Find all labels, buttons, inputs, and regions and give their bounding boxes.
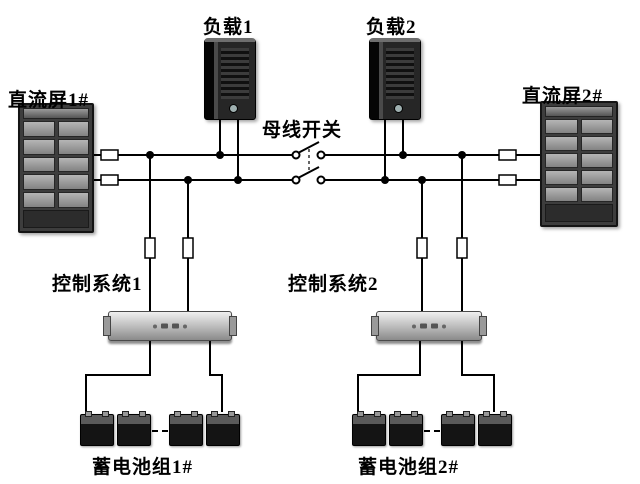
cabinet-modules — [545, 119, 613, 202]
dc-panel-2-cabinet — [540, 101, 618, 227]
battery-dashed-link — [152, 416, 168, 446]
cabinet-module — [580, 187, 613, 202]
fuse-symbol — [144, 237, 156, 259]
label-bus-switch: 母线开关 — [262, 120, 343, 141]
cabinet-module — [23, 138, 55, 155]
battery-cell — [478, 411, 512, 446]
load-2-server-tower — [369, 38, 421, 120]
junction-dot — [216, 151, 224, 159]
cabinet-base — [23, 210, 89, 228]
rack-port — [172, 323, 179, 329]
control-drop-wires — [149, 155, 463, 311]
cabinet-module — [23, 121, 55, 137]
cabinet-module — [23, 174, 55, 191]
load-1-server-tower — [204, 38, 256, 120]
cabinet-module — [57, 121, 89, 137]
bus-switch-symbol — [291, 141, 326, 185]
junction-dot — [146, 151, 154, 159]
label-battery-group-1: 蓄电池组1# — [92, 457, 194, 478]
switch-blade — [297, 141, 320, 154]
junction-dot — [184, 176, 192, 184]
battery-group-1 — [80, 411, 243, 446]
cabinet-modules — [23, 121, 89, 208]
fuse-symbol — [416, 237, 428, 259]
rack-led — [412, 324, 416, 328]
rack-port — [420, 323, 427, 329]
junction-dot — [399, 151, 407, 159]
label-battery-group-2: 蓄电池组2# — [358, 457, 460, 478]
battery-dashed-link — [424, 416, 440, 446]
cabinet-module — [23, 192, 55, 208]
junction-dot — [381, 176, 389, 184]
junction-dot — [458, 151, 466, 159]
junction-dot — [418, 176, 426, 184]
label-control-system-1: 控制系统1 — [52, 274, 143, 295]
switch-blade — [297, 166, 320, 179]
cabinet-base — [545, 204, 613, 222]
cabinet-module — [57, 156, 89, 173]
fuse-symbol — [498, 149, 517, 161]
switch-terminal — [316, 175, 326, 185]
switch-terminal — [291, 175, 301, 185]
rack-front-ports — [412, 323, 446, 329]
battery-cell — [80, 411, 114, 446]
control-system-1-rack — [103, 311, 237, 341]
cabinet-module — [57, 174, 89, 191]
cabinet-module — [580, 170, 613, 185]
fuse-symbol — [182, 237, 194, 259]
junction-dot — [234, 176, 242, 184]
control-system-2-rack — [371, 311, 487, 341]
battery1-wire-right — [209, 338, 223, 412]
switch-terminal — [316, 150, 326, 160]
label-control-system-2: 控制系统2 — [288, 274, 379, 295]
cabinet-module — [23, 156, 55, 173]
battery2-wire-right — [461, 338, 495, 412]
cabinet-module — [57, 138, 89, 155]
battery-cell — [206, 411, 240, 446]
label-load-2: 负载2 — [366, 17, 417, 38]
label-dc-panel-2: 直流屏2# — [522, 86, 604, 107]
battery-cell — [169, 411, 203, 446]
cabinet-module — [57, 192, 89, 208]
battery-wires — [85, 338, 495, 412]
rack-port — [431, 323, 438, 329]
fuse-symbol — [498, 174, 517, 186]
fuse-symbol — [100, 174, 119, 186]
cabinet-module — [545, 136, 578, 151]
rack-front-ports — [153, 323, 187, 329]
cabinet-module — [545, 170, 578, 185]
load-wires — [219, 120, 404, 180]
cabinet-module — [545, 153, 578, 168]
battery-cell — [352, 411, 386, 446]
cabinet-header — [23, 108, 89, 119]
dc-panel-1-cabinet — [18, 103, 94, 233]
cabinet-module — [545, 187, 578, 202]
cabinet-module — [580, 136, 613, 151]
battery-group-2 — [352, 411, 515, 446]
label-dc-panel-1: 直流屏1# — [8, 90, 90, 111]
battery1-wire-left — [85, 338, 151, 412]
rack-led — [442, 324, 446, 328]
rack-led — [183, 324, 187, 328]
junction-dots — [146, 151, 466, 184]
cabinet-module — [545, 119, 578, 134]
cabinet-module — [580, 153, 613, 168]
battery-cell — [441, 411, 475, 446]
rack-port — [161, 323, 168, 329]
drop-fuses — [144, 237, 468, 259]
rack-led — [153, 324, 157, 328]
label-load-1: 负载1 — [203, 17, 254, 38]
fuse-symbol — [100, 149, 119, 161]
fuse-symbol — [456, 237, 468, 259]
cabinet-header — [545, 106, 613, 117]
cabinet-module — [580, 119, 613, 134]
battery2-wire-left — [357, 338, 421, 412]
battery-cell — [117, 411, 151, 446]
switch-terminal — [291, 150, 301, 160]
battery-cell — [389, 411, 423, 446]
bus-fuses — [100, 149, 517, 186]
